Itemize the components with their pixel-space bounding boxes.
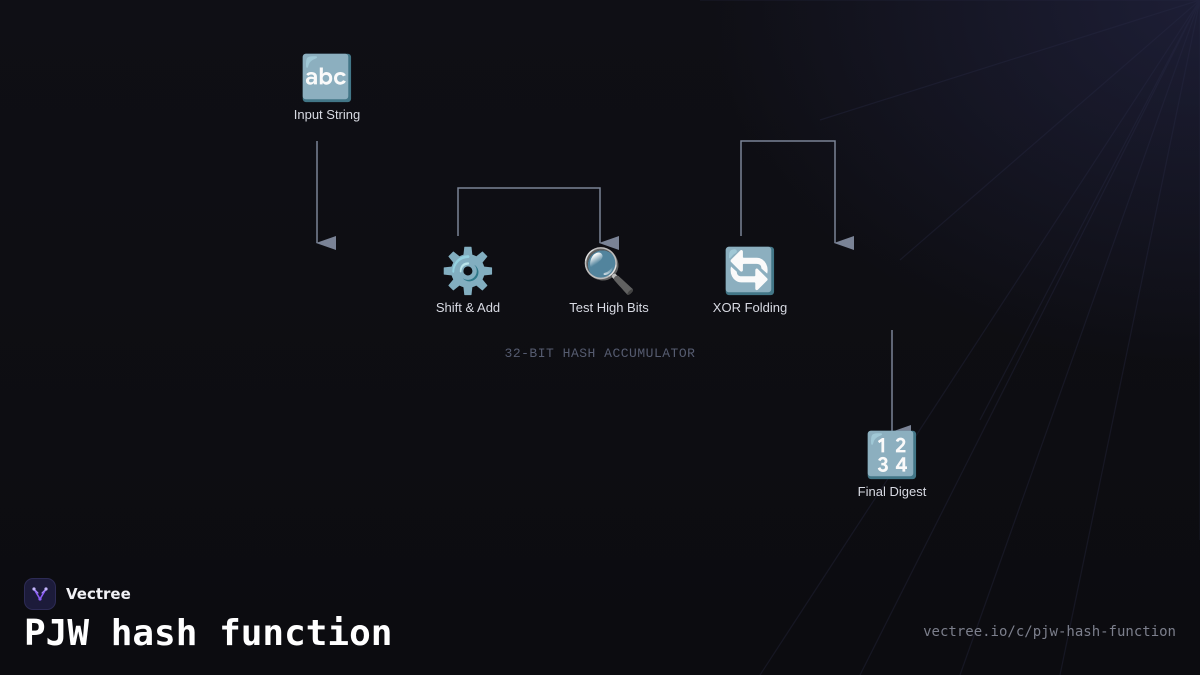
node-label: Input String [293,107,361,122]
source-url[interactable]: vectree.io/c/pjw-hash-function [923,624,1176,640]
node-final-digest: 🔢 Final Digest [822,430,962,499]
node-label: Final Digest [857,484,927,499]
brand-name: Vectree [66,585,131,603]
number-keys-icon: 🔢 [864,430,920,481]
node-shift-and-add: ⚙️ Shift & Add [398,246,538,315]
magnifier-icon: 🔍 [581,246,637,297]
gear-icon: ⚙️ [440,246,496,297]
vectree-logo-icon [24,578,56,610]
node-label: XOR Folding [712,300,788,315]
edge-xor-loop [740,140,854,250]
group-label: 32-BIT HASH ACCUMULATOR [504,346,696,361]
page-title: PJW hash function [24,613,393,654]
node-label: Shift & Add [435,300,501,315]
abc-letters-icon: 🔤 [299,53,355,104]
node-xor-folding: 🔄 XOR Folding [680,246,820,315]
node-label: Test High Bits [569,300,649,315]
node-input-string: 🔤 Input String [257,53,397,122]
refresh-arrows-icon: 🔄 [722,246,778,297]
node-test-high-bits: 🔍 Test High Bits [539,246,679,315]
edge-shift-to-test [457,187,619,250]
brand[interactable]: Vectree [24,577,131,611]
